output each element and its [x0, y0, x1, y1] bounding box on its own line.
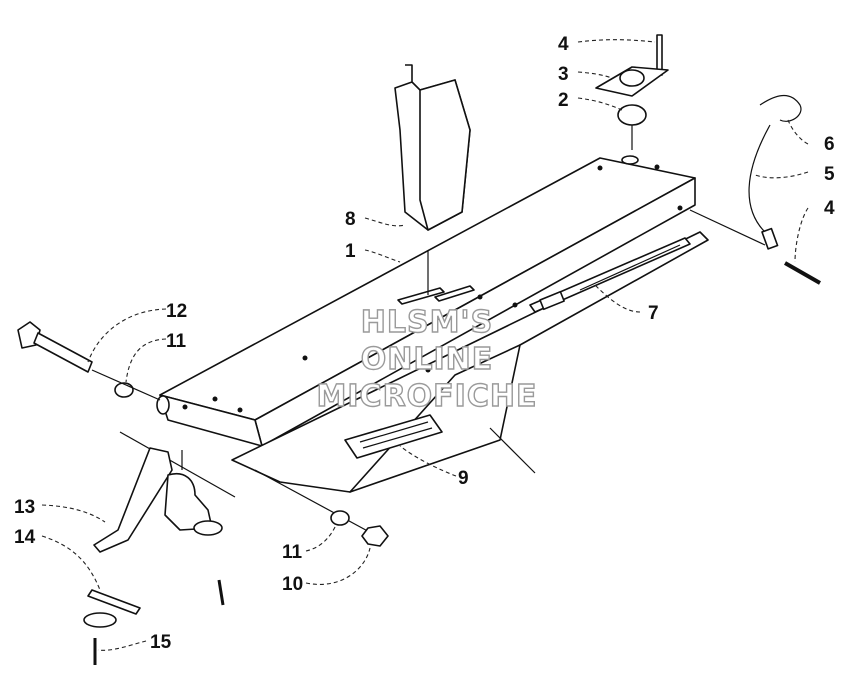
callout-2: 2: [558, 90, 569, 111]
foam-pad: [394, 64, 471, 231]
callout-15: 15: [150, 632, 172, 653]
callout-11-bottom: 11: [282, 542, 303, 563]
chassis-plate: [156, 155, 709, 493]
nut-assembly: [254, 469, 389, 547]
callout-9: 9: [458, 468, 469, 489]
mount-bracket: [83, 431, 236, 665]
callout-10: 10: [282, 574, 303, 595]
callout-5: 5: [824, 164, 835, 185]
watermark-line-1: HLSM'S: [361, 305, 493, 340]
watermark: HLSM'S ONLINE MICROFICHE: [316, 304, 538, 414]
bolt-assembly: [17, 321, 161, 401]
decal-9: [344, 414, 443, 459]
callout-14: 14: [14, 527, 36, 548]
callout-7: 7: [648, 303, 659, 324]
callout-13: 13: [14, 497, 35, 518]
watermark-line-3: MICROFICHE: [317, 379, 538, 414]
callout-11-top: 11: [166, 331, 187, 352]
watermark-line-2: ONLINE: [361, 342, 494, 377]
cable-pin: [689, 95, 821, 285]
callout-4-top: 4: [558, 34, 569, 55]
bumper-assembly: [595, 34, 669, 150]
callout-labels: 4 3 2 6 5 4 8 1 7 12 11 9 13 14 11 10 15: [14, 34, 835, 653]
callout-4-right: 4: [824, 198, 835, 219]
callout-6: 6: [824, 134, 835, 155]
decal-7: [529, 237, 691, 313]
callout-12: 12: [166, 301, 187, 322]
callout-8: 8: [345, 209, 356, 230]
callout-3: 3: [558, 64, 569, 85]
leader-lines: [41, 39, 809, 651]
callout-1: 1: [345, 241, 356, 262]
